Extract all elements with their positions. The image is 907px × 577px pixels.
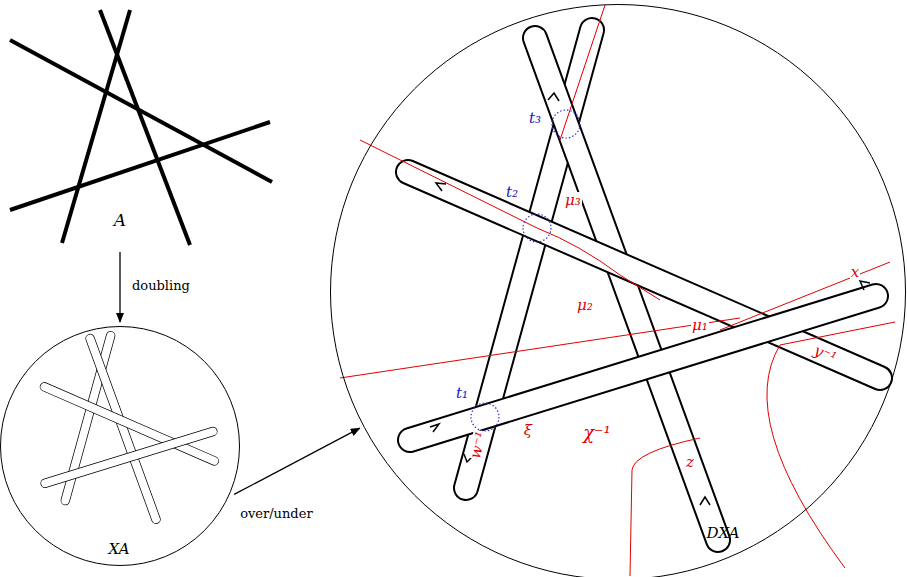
math-label: x [850,264,860,281]
connector-arrow [234,428,360,494]
diagram-circle: DXA [330,4,906,577]
arrangement-figure: A [0,5,240,250]
node-label: XA [109,541,130,558]
connector-arrow [119,252,120,322]
math-label: μ₃ [564,192,582,209]
math-label: t₁ [455,385,469,402]
doubled-diagram [408,30,880,540]
math-label: z [685,454,695,471]
node-label: A [114,211,126,230]
math-label: χ⁻¹ [582,423,612,443]
doubled-circle: XA [0,326,240,566]
math-label: t₂ [505,184,519,201]
line-arrangement [10,10,272,245]
node-label: DXA [706,525,739,542]
math-label: μ₁ [691,317,709,334]
math-label: μ₂ [576,297,594,314]
edge-label: over/under [238,506,314,521]
doubled-sketch [44,336,214,520]
orientation-arrow [430,93,870,505]
dotted-circle [471,110,580,431]
edge-label: doubling [130,278,192,293]
math-label: t₃ [528,110,542,127]
math-label: ξ [523,422,533,439]
red-curve [340,5,895,576]
